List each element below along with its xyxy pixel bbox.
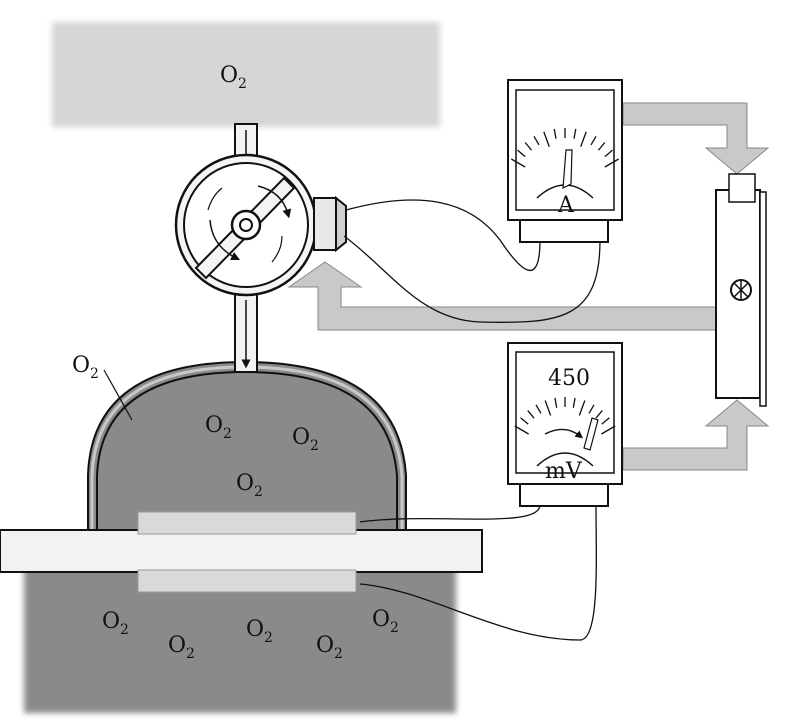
o2-label: O2 (102, 609, 129, 638)
scale-tick (578, 400, 586, 416)
scale-tick (604, 149, 613, 158)
oxygen-pump (174, 153, 347, 297)
o2-label: O2 (168, 633, 195, 662)
scale-tick (588, 404, 595, 414)
scale-tick (553, 128, 557, 139)
arrow-ammeter-to-controller (622, 102, 770, 175)
o2-label: O2 (205, 413, 232, 442)
o2-label: O2 (316, 633, 343, 662)
o2-label: O2 (292, 425, 319, 454)
wire-pump-to-ammeter (345, 199, 541, 272)
scale-tick (597, 142, 606, 151)
top-oxygen-reservoir (52, 22, 440, 127)
ammeter-unit-label: A (557, 193, 575, 218)
wire-electrode-to-voltmeter-return (359, 504, 597, 641)
sensor-chamber-outer (87, 360, 407, 531)
scale-tick (535, 404, 542, 414)
ammeter-scale (510, 128, 620, 168)
scale-tick (533, 135, 540, 146)
outer-electrode (137, 569, 357, 593)
scale-tick (573, 128, 577, 139)
scale-tick (604, 158, 620, 168)
scale-tick (590, 135, 597, 146)
voltmeter: 450 mV (507, 342, 623, 507)
scale-tick (580, 131, 587, 147)
inner-electrode (137, 511, 357, 535)
o2-label: O2 (372, 607, 399, 636)
scale-tick (595, 410, 603, 419)
scale-tick (601, 425, 616, 435)
arrow-voltmeter-to-controller (622, 399, 770, 471)
voltmeter-reading: 450 (548, 366, 590, 391)
scale-tick (554, 397, 558, 408)
scale-tick (520, 417, 529, 425)
wire-pump-to-ammeter-return (343, 235, 601, 323)
scale-tick (601, 417, 610, 425)
horizontal-pipe (0, 529, 483, 573)
scale-tick (572, 397, 576, 408)
voltmeter-unit-label: mV (545, 459, 583, 484)
scale-tick (510, 158, 526, 168)
o2-label: O2 (220, 63, 247, 92)
wire-electrode-to-voltmeter (359, 504, 541, 523)
ammeter: A (507, 79, 623, 243)
o2-label: O2 (72, 353, 99, 382)
scale-tick (543, 131, 550, 147)
scale-tick (527, 410, 535, 419)
scale-tick (514, 425, 529, 435)
scale-tick (517, 149, 526, 158)
o2-label: O2 (236, 471, 263, 500)
scale-tick (544, 400, 552, 416)
voltmeter-scale (514, 397, 616, 435)
arrow-controller-to-pump (287, 261, 717, 331)
scale-tick (524, 142, 533, 151)
o2-label: O2 (246, 617, 273, 646)
controller-module (715, 173, 767, 407)
